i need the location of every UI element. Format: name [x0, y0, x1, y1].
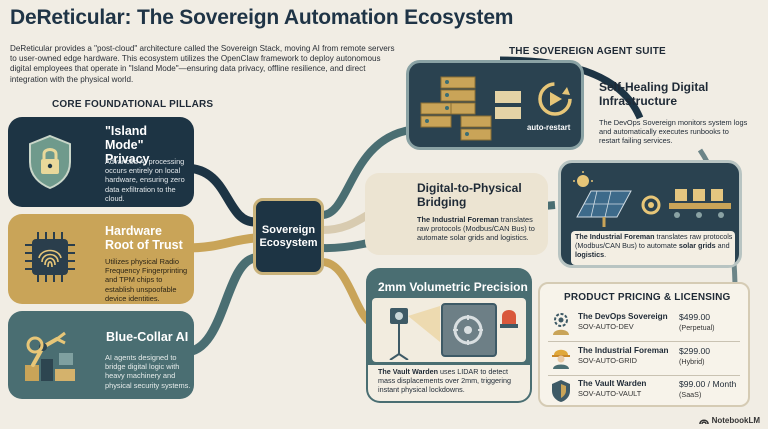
product-name: The DevOps Sovereign	[578, 312, 668, 321]
bridging-panel-desc: The Industrial Foreman translates raw pr…	[575, 232, 733, 259]
pillar-desc: Utilizes physical Radio Frequency Finger…	[105, 257, 188, 303]
self-healing-desc: The DevOps Sovereign monitors system log…	[599, 118, 748, 146]
vault-lidar-icon	[389, 303, 518, 360]
product-name: The Industrial Foreman	[578, 346, 669, 355]
agent-suite-heading: THE SOVEREIGN AGENT SUITE	[509, 46, 666, 57]
gear-person-icon	[553, 313, 569, 335]
bridging-title: Digital-to-Physical Bridging	[417, 181, 522, 209]
product-price: $299.00	[679, 346, 711, 356]
bridging-panel-caption-box	[571, 231, 735, 265]
page-title: DeReticular: The Sovereign Automation Ec…	[10, 6, 514, 29]
bridging-desc: The Industrial Foreman translates raw pr…	[417, 215, 535, 243]
shield-icon	[552, 380, 570, 402]
precision-title: 2mm Volumetric Precision	[378, 280, 528, 294]
product-term: (Perpetual)	[679, 323, 715, 332]
intro-paragraph: DeReticular provides a "post-cloud" arch…	[10, 44, 395, 84]
product-name: The Vault Warden	[578, 379, 647, 388]
pillar-title: Blue-Collar AI	[106, 330, 189, 344]
vault-illustration	[372, 298, 526, 362]
server-stack-icon	[420, 76, 521, 141]
pillar-card-island-mode: "Island Mode" Privacy Advanced AI proces…	[8, 117, 194, 207]
precision-caption-box	[368, 365, 530, 401]
pillars-heading: CORE FOUNDATIONAL PILLARS	[52, 99, 214, 110]
solar-logistics-icon	[573, 171, 731, 227]
pricing-divider	[548, 341, 740, 342]
notebooklm-logo-icon	[698, 419, 709, 425]
pillar-desc: Advanced AI processing occurs entirely o…	[105, 157, 185, 203]
product-price: $99.00 / Month	[679, 379, 737, 389]
pillar-title: "Island Mode" Privacy	[105, 124, 150, 166]
notebooklm-brand: NotebookLM	[698, 416, 760, 425]
pillar-card-blue-collar-ai: Blue-Collar AI AI agents designed to bri…	[8, 311, 194, 399]
pricing-row-vault-warden: The Vault Warden SOV-AUTO-VAULT $99.00 /…	[546, 376, 742, 406]
shield-lock-icon	[29, 134, 71, 190]
pillar-title: Hardware Root of Trust	[105, 224, 183, 252]
hardhat-worker-icon	[552, 349, 570, 369]
hub-label: Sovereign Ecosystem	[259, 223, 318, 249]
precision-card: 2mm Volumetric Precision The Vault Warde…	[366, 268, 532, 403]
pricing-row-foreman: The Industrial Foreman SOV-AUTO-GRID $29…	[546, 343, 742, 373]
product-price: $499.00	[679, 312, 711, 322]
product-term: (Hybrid)	[679, 357, 705, 366]
product-term: (SaaS)	[679, 390, 702, 399]
auto-restart-icon	[538, 82, 572, 116]
pricing-row-devops: The DevOps Sovereign SOV-AUTO-DEV $499.0…	[546, 309, 742, 339]
pricing-panel	[538, 282, 750, 407]
fingerprint-chip-icon	[25, 232, 75, 282]
robot-arm-icon	[25, 331, 75, 381]
sovereign-ecosystem-hub: Sovereign Ecosystem	[253, 198, 324, 275]
pricing-heading: PRODUCT PRICING & LICENSING	[564, 292, 731, 303]
bridging-panel: The Industrial Foreman translates raw pr…	[558, 160, 742, 268]
auto-restart-label: auto-restart	[527, 123, 571, 132]
self-healing-title: Self-Healing Digital Infrastructure	[599, 80, 709, 108]
pillar-card-hardware-trust: Hardware Root of Trust Utilizes physical…	[8, 214, 194, 304]
product-sku: SOV-AUTO-VAULT	[578, 389, 642, 398]
precision-desc: The Vault Warden uses LIDAR to detect ma…	[378, 367, 512, 394]
pillar-desc: AI agents designed to bridge digital log…	[105, 353, 191, 390]
self-healing-illustration: auto-restart	[406, 60, 584, 150]
bridging-card: Digital-to-Physical Bridging The Industr…	[365, 173, 548, 255]
brand-label: NotebookLM	[711, 416, 760, 425]
product-sku: SOV-AUTO-GRID	[578, 356, 637, 365]
product-sku: SOV-AUTO-DEV	[578, 322, 634, 331]
pricing-divider	[548, 375, 740, 376]
